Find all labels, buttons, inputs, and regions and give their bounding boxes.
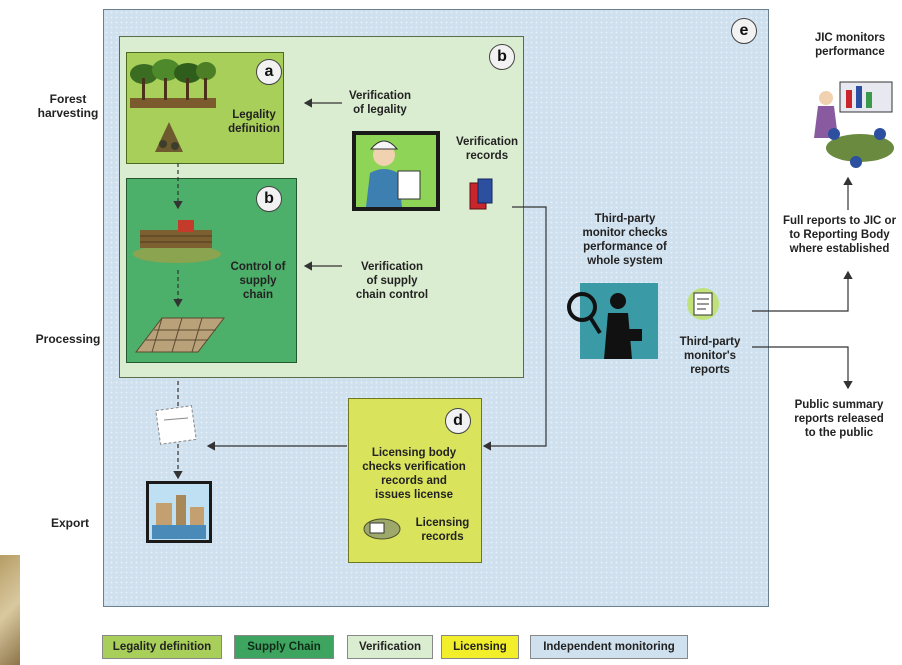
inspector-icon (352, 131, 440, 211)
legend-legality-definition: Legality definition (102, 635, 222, 659)
legend-independent-monitoring: Independent monitoring (530, 635, 688, 659)
full-reports-label: Full reports to JIC or to Reporting Body… (782, 215, 897, 255)
legend-label-legality: Legality definition (112, 641, 212, 653)
third-party-checks-label: Third-party monitor checks performance o… (582, 213, 668, 267)
third-party-reports-label: Third-party monitor's reports (679, 336, 741, 376)
licensing-records-label: Licensing records (415, 517, 470, 543)
verification-of-legality-label: Verification of legality (349, 90, 411, 116)
meeting-icon (814, 81, 894, 168)
legend-label-licensing: Licensing (453, 641, 507, 653)
legend-verification: Verification (347, 635, 433, 659)
log-pile-icon (133, 220, 221, 263)
verification-records-label: Verification records (456, 136, 518, 162)
legend-supply-chain: Supply Chain (234, 635, 334, 659)
licensing-body-label: Licensing body checks verification recor… (362, 447, 466, 501)
records-to-licensing-arrow (482, 206, 547, 451)
forest-icon (130, 59, 216, 108)
stage-forest-harvesting: Forest harvesting (37, 92, 99, 120)
legality-box-letter: a (256, 59, 282, 85)
legality-definition-label: Legality definition (228, 109, 280, 135)
stage-processing: Processing (35, 332, 101, 346)
verification-box-letter: b (489, 44, 515, 70)
jic-monitors-label: JIC monitors performance (814, 32, 886, 58)
supply-chain-label: Control of supply chain (230, 261, 286, 301)
document-icon (155, 405, 197, 445)
license-records-icon (363, 518, 401, 540)
legend-label-monitoring: Independent monitoring (543, 641, 675, 653)
legend-label-supply-chain: Supply Chain (247, 641, 321, 653)
stage-export: Export (50, 516, 89, 530)
legend-label-verification: Verification (359, 641, 421, 653)
detective-icon (567, 283, 658, 359)
licensing-box-letter: d (445, 408, 471, 434)
legend-licensing: Licensing (441, 635, 519, 659)
public-summary-label: Public summary reports released to the p… (794, 399, 884, 439)
background-photo-fragment (0, 555, 20, 665)
verification-of-supply-chain-label: Verification of supply chain control (355, 261, 429, 301)
logging-icon (155, 122, 183, 152)
outer-box-letter: e (731, 18, 757, 44)
reports-to-public-arrow (752, 346, 853, 390)
reports-to-jic-arrow (752, 270, 853, 312)
report-icon (687, 288, 719, 320)
records-icon (469, 178, 493, 210)
supply-chain-box-letter: b (256, 186, 282, 212)
lumber-icon (134, 317, 226, 353)
factory-icon (146, 481, 212, 543)
